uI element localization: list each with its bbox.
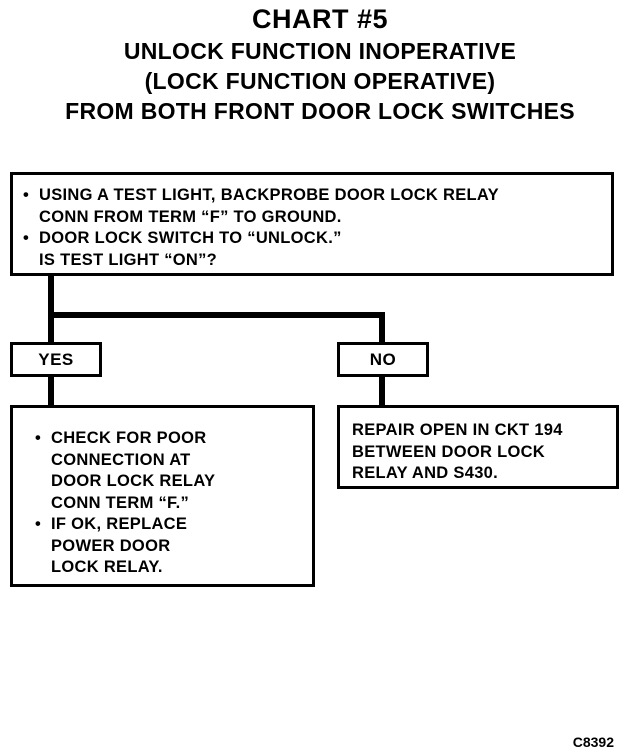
- connector-branch-horizontal: [48, 312, 385, 318]
- yes-action-box: •CHECK FOR POOR CONNECTION AT DOOR LOCK …: [10, 405, 315, 587]
- figure-code: C8392: [572, 734, 614, 750]
- bullet: •: [23, 229, 30, 247]
- connector-no-down: [379, 374, 385, 406]
- connector-to-no: [379, 312, 385, 342]
- question-line-2: CONN FROM TERM “F” TO GROUND.: [39, 207, 342, 226]
- chart-subtitle-line-2: FROM BOTH FRONT DOOR LOCK SWITCHES: [65, 98, 575, 124]
- question-line-3: •DOOR LOCK SWITCH TO “UNLOCK.”: [23, 228, 611, 250]
- no-action-box: REPAIR OPEN IN CKT 194 BETWEEN DOOR LOCK…: [337, 405, 619, 489]
- bullet: •: [35, 515, 42, 533]
- chart-subtitle-line: (LOCK FUNCTION OPERATIVE): [144, 68, 496, 94]
- no-label-box: NO: [337, 342, 429, 377]
- question-box: •USING A TEST LIGHT, BACKPROBE DOOR LOCK…: [10, 172, 614, 276]
- chart-title-line: UNLOCK FUNCTION INOPERATIVE: [123, 38, 517, 64]
- connector-yes-down: [48, 374, 54, 408]
- bullet: •: [35, 429, 42, 447]
- question-line-1: •USING A TEST LIGHT, BACKPROBE DOOR LOCK…: [23, 185, 611, 207]
- yes-label-box: YES: [10, 342, 102, 377]
- connector-question-down: [48, 274, 54, 342]
- chart-number-title: CHART #5: [251, 4, 389, 34]
- question-line-4: IS TEST LIGHT “ON”?: [39, 250, 218, 269]
- bullet: •: [23, 186, 30, 204]
